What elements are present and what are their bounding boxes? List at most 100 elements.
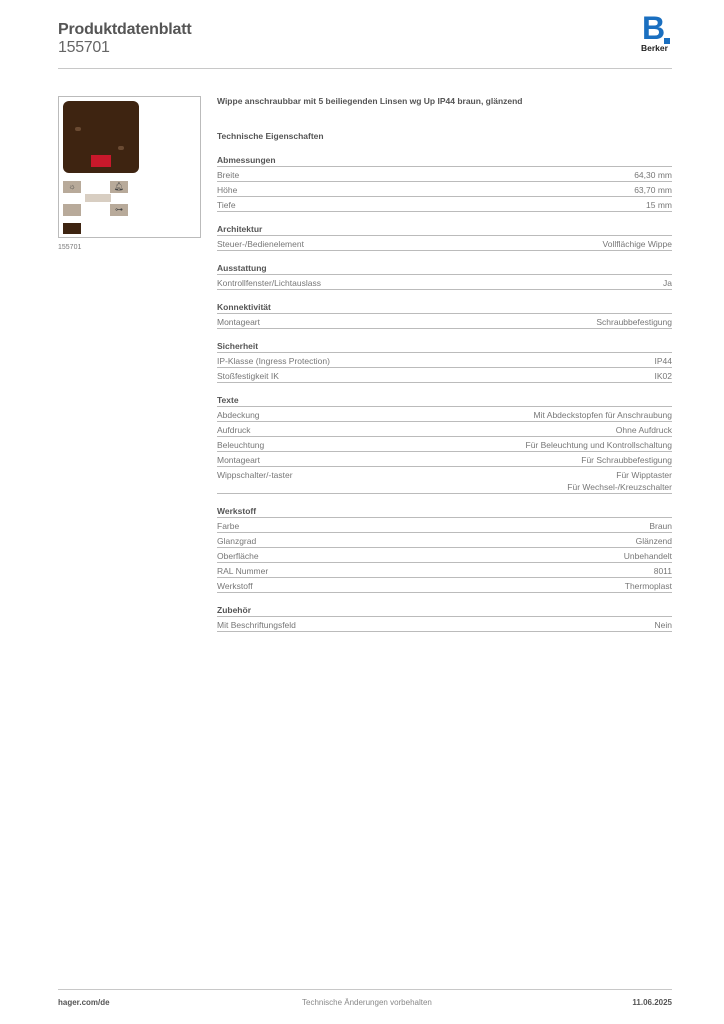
spec-label: Kontrollfenster/Lichtauslass xyxy=(217,278,321,288)
spec-value-group: 15 mm xyxy=(646,199,672,211)
spec-label: Mit Beschriftungsfeld xyxy=(217,620,296,630)
section-heading: Abmessungen xyxy=(217,154,672,167)
spec-label: Werkstoff xyxy=(217,581,253,591)
logo-mark: B xyxy=(642,10,666,46)
spec-content: Wippe anschraubbar mit 5 beiliegenden Li… xyxy=(217,94,672,632)
spec-row: Tiefe 15 mm xyxy=(217,197,672,212)
article-number: 155701 xyxy=(58,39,110,56)
spec-value: Unbehandelt xyxy=(623,551,672,561)
footer-notice: Technische Änderungen vorbehalten xyxy=(302,998,432,1007)
spec-value-group: Unbehandelt xyxy=(624,550,672,562)
spec-label: Aufdruck xyxy=(217,425,251,435)
spec-value-group: 63,70 mm xyxy=(634,184,672,196)
spec-value: Mit Abdeckstopfen für Anschraubung xyxy=(533,410,672,420)
section-heading: Werkstoff xyxy=(217,505,672,518)
screw-hole xyxy=(118,146,124,150)
spec-value-group: 8011 xyxy=(654,565,672,577)
section-title: Technische Eigenschaften xyxy=(217,131,324,141)
spec-value: 63,70 mm xyxy=(634,185,672,195)
rocker-plate xyxy=(63,101,139,173)
berker-logo: B Berker xyxy=(640,12,676,54)
spec-row: Abdeckung Mit Abdeckstopfen für Anschraub… xyxy=(217,407,672,422)
red-lens xyxy=(91,155,111,167)
spec-value-group: 64,30 mm xyxy=(634,169,672,181)
spec-value: Vollflächige Wippe xyxy=(602,239,672,249)
section-heading: Ausstattung xyxy=(217,262,672,275)
bell-icon: 🔔︎ xyxy=(110,181,128,193)
spec-row: Aufdruck Ohne Aufdruck xyxy=(217,422,672,437)
section-heading: Zubehör xyxy=(217,604,672,617)
spec-label: Tiefe xyxy=(217,200,236,210)
spec-label: Glanzgrad xyxy=(217,536,257,546)
logo-dot xyxy=(664,38,670,44)
spec-label: Abdeckung xyxy=(217,410,260,420)
spec-value-group: Ja xyxy=(663,277,672,289)
spec-value-group: Schraubbefestigung xyxy=(596,316,672,328)
spec-row: Steuer-/Bedienelement Vollflächige Wippe xyxy=(217,236,672,251)
product-title: Wippe anschraubbar mit 5 beiliegenden Li… xyxy=(217,96,523,106)
spec-label: RAL Nummer xyxy=(217,566,269,576)
spec-label: Stoßfestigkeit IK xyxy=(217,371,279,381)
spec-label: Steuer-/Bedienelement xyxy=(217,239,304,249)
blank-lens-icon xyxy=(63,204,81,216)
spec-value: 8011 xyxy=(653,566,672,576)
spec-value: Braun xyxy=(649,521,672,531)
spec-value: IP44 xyxy=(654,356,673,366)
spec-row: Kontrollfenster/Lichtauslass Ja xyxy=(217,275,672,290)
spec-value: Für Beleuchtung und Kontrollschaltung xyxy=(525,440,672,450)
brown-color-chip xyxy=(63,223,81,234)
spec-row: Mit Beschriftungsfeld Nein xyxy=(217,617,672,632)
spec-row: Stoßfestigkeit IK IK02 xyxy=(217,368,672,383)
spec-label: Montageart xyxy=(217,455,260,465)
spec-label: Höhe xyxy=(217,185,238,195)
spec-label: IP-Klasse (Ingress Protection) xyxy=(217,356,330,366)
spec-row: RAL Nummer 8011 xyxy=(217,563,672,578)
spec-value: Glänzend xyxy=(635,536,672,546)
spec-row: Beleuchtung Für Beleuchtung und Kontrolls… xyxy=(217,437,672,452)
spec-value: Für Wechsel-/Kreuzschalter xyxy=(567,482,672,492)
footer-website-link[interactable]: hager.com/de xyxy=(58,998,110,1007)
footer-date: 11.06.2025 xyxy=(632,998,672,1007)
spec-value-group: IK02 xyxy=(655,370,673,382)
logo-name: Berker xyxy=(641,43,668,53)
spec-value: 64,30 mm xyxy=(634,170,672,180)
spec-row: Montageart Für Schraubbefestigung xyxy=(217,452,672,467)
spec-value: Ohne Aufdruck xyxy=(615,425,672,435)
spec-value-group: Glänzend xyxy=(636,535,672,547)
spec-value: Schraubbefestigung xyxy=(596,317,672,327)
image-caption: 155701 xyxy=(58,244,82,251)
product-image: ☼ 🔔︎ ⊶ xyxy=(58,96,201,238)
section-heading: Architektur xyxy=(217,223,672,236)
spec-value: Thermoplast xyxy=(624,581,672,591)
sun-icon: ☼ xyxy=(63,181,81,193)
spec-row: IP-Klasse (Ingress Protection) IP44 xyxy=(217,353,672,368)
key-icon: ⊶ xyxy=(110,204,128,216)
spec-row: Glanzgrad Glänzend xyxy=(217,533,672,548)
section-heading: Konnektivität xyxy=(217,301,672,314)
spec-label: Wippschalter/-taster xyxy=(217,470,293,480)
spec-value: Für Wipptaster xyxy=(616,470,672,480)
spec-value: Ja xyxy=(663,278,672,288)
lens-connector xyxy=(85,194,111,202)
spec-label: Beleuchtung xyxy=(217,440,265,450)
page-title: Produktdatenblatt xyxy=(58,21,192,38)
spec-value-group: Nein xyxy=(655,619,672,631)
spec-value-group: Für Schraubbefestigung xyxy=(581,454,672,466)
spec-value: Nein xyxy=(654,620,672,630)
spec-value-group: Ohne Aufdruck xyxy=(616,424,672,436)
